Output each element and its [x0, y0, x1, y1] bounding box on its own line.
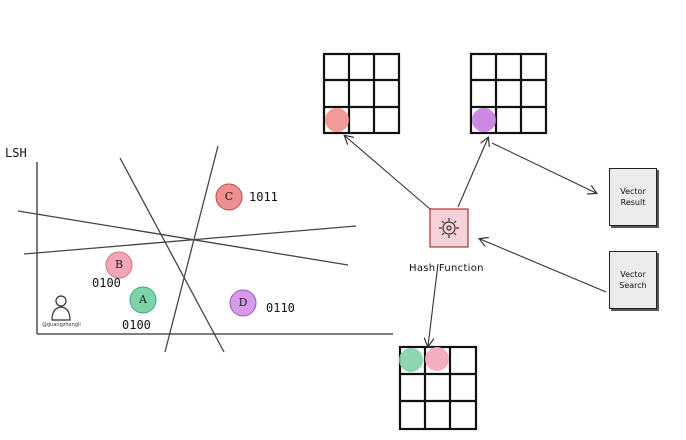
hash-function-box — [429, 208, 469, 248]
data-points — [105, 183, 257, 317]
grid-top-left — [322, 52, 401, 135]
grid-top-left-hit — [325, 108, 349, 132]
vector-result-box: Vector Result — [609, 168, 657, 226]
point-d — [229, 289, 257, 317]
arrows — [345, 136, 607, 346]
vector-result-line2: Result — [620, 198, 646, 207]
hash-hyperplanes — [17, 145, 357, 353]
watermark: @guangzhengli — [42, 322, 81, 328]
grid-bottom-hit-pink — [425, 347, 449, 371]
point-c — [215, 183, 243, 211]
vector-search-line1: Vector — [620, 270, 646, 279]
grid-bottom — [398, 345, 478, 431]
point-d-letter: D — [238, 296, 248, 309]
point-c-letter: C — [224, 190, 234, 203]
point-a-letter: A — [139, 293, 147, 306]
point-b — [105, 251, 133, 279]
gear-icon — [439, 218, 459, 238]
vector-search-line2: Search — [619, 281, 647, 290]
vector-result-line1: Vector — [620, 187, 646, 196]
hash-function-label: Hash Function — [409, 263, 484, 274]
grid-top-right — [469, 52, 548, 135]
user-icon — [51, 295, 71, 321]
point-a — [129, 286, 157, 314]
grid-top-right-hit — [472, 108, 496, 132]
point-b-letter: B — [114, 258, 124, 271]
diagram-title: LSH — [5, 146, 27, 160]
grid-bottom-hit-green — [399, 348, 423, 372]
point-b-code: 0100 — [92, 276, 121, 290]
vector-search-box: Vector Search — [609, 251, 657, 309]
point-d-code: 0110 — [266, 301, 295, 315]
point-a-code: 0100 — [122, 318, 151, 332]
point-c-code: 1011 — [249, 190, 278, 204]
